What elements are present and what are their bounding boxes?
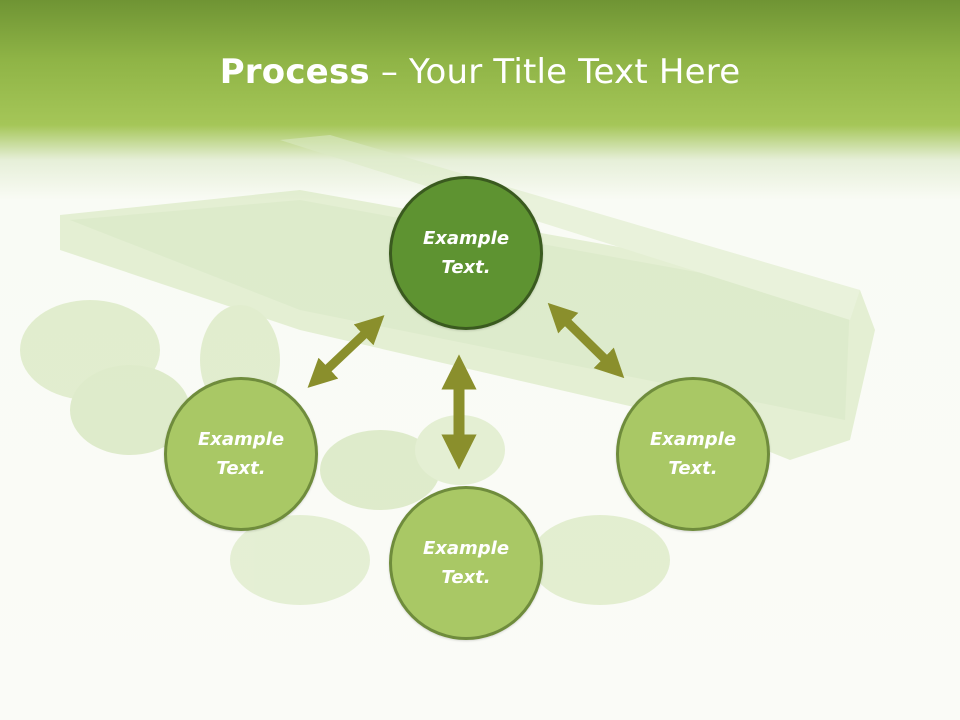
process-node-bottom[interactable]: Example Text.: [389, 486, 543, 640]
node-left-label: Example Text.: [197, 429, 285, 479]
node-top-label: Example Text.: [422, 228, 510, 278]
arrow-top-right: [547, 302, 625, 379]
process-node-right[interactable]: Example Text.: [616, 377, 770, 531]
title-bold: Process: [219, 52, 370, 92]
node-bottom-label: Example Text.: [422, 538, 510, 588]
process-node-top[interactable]: Example Text.: [389, 176, 543, 330]
slide-title: Process – Your Title Text Here: [0, 52, 960, 92]
node-right-label: Example Text.: [649, 429, 737, 479]
arrow-top-left: [307, 315, 385, 388]
title-rest: – Your Title Text Here: [369, 52, 741, 92]
process-node-left[interactable]: Example Text.: [164, 377, 318, 531]
